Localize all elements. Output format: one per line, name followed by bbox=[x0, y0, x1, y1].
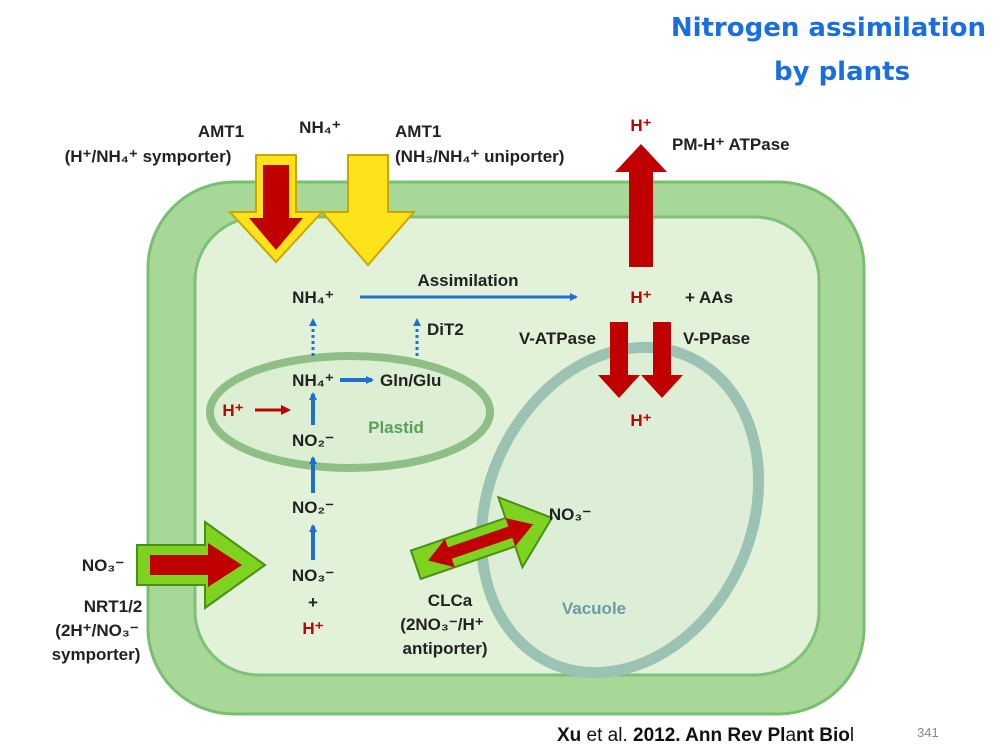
citation: Xu et al. 2012. Ann Rev Plant Biol bbox=[557, 725, 854, 746]
v-atpase-label: V-ATPase bbox=[519, 329, 596, 348]
clca-sub2: antiporter) bbox=[403, 639, 488, 658]
amt1-left-label: AMT1 bbox=[198, 122, 244, 141]
v-ppase-label: V-PPase bbox=[683, 329, 750, 348]
plastid-membrane bbox=[206, 352, 494, 472]
plastid-h-label: H⁺ bbox=[222, 401, 243, 420]
cytosol-nh4-label: NH₄⁺ bbox=[292, 288, 334, 307]
vacuole-h-label: H⁺ bbox=[630, 411, 651, 430]
vacuole-no3-label: NO₃⁻ bbox=[549, 505, 591, 524]
nrt-sub1: (2H⁺/NO₃⁻ bbox=[55, 621, 138, 640]
no3-outside-label: NO₃⁻ bbox=[82, 556, 124, 575]
gln-glu-label: Gln/Glu bbox=[380, 371, 441, 390]
aas-label: + AAs bbox=[685, 288, 733, 307]
amt1-symporter-red-arrow bbox=[249, 165, 303, 250]
cytosol-no3-label: NO₃⁻ bbox=[292, 566, 334, 585]
v-ppase-arrow bbox=[641, 322, 683, 398]
assimilation-label: Assimilation bbox=[417, 271, 518, 290]
plastid-nh4-label: NH₄⁺ bbox=[292, 371, 334, 390]
amt1-right-label: AMT1 bbox=[395, 122, 441, 141]
plus-label: + bbox=[308, 593, 318, 612]
cytosol-h-label: H⁺ bbox=[630, 288, 651, 307]
dit2-label: DiT2 bbox=[427, 320, 464, 339]
title-line1: Nitrogen assimilation bbox=[671, 13, 986, 43]
plastid-no2-label: NO₂⁻ bbox=[292, 431, 334, 450]
nrt-sub2: symporter) bbox=[52, 645, 141, 664]
nh4-top-label: NH₄⁺ bbox=[299, 118, 341, 137]
cytosol-no2-label: NO₂⁻ bbox=[292, 498, 334, 517]
pm-atpase-arrow bbox=[615, 144, 667, 267]
amt1-left-sub: (H⁺/NH₄⁺ symporter) bbox=[65, 147, 232, 166]
v-atpase-arrow bbox=[598, 322, 640, 398]
nrt-red-arrow bbox=[150, 543, 242, 587]
clca-sub1: (2NO₃⁻/H⁺ bbox=[400, 615, 483, 634]
clca-red-arrow bbox=[428, 518, 534, 568]
clca-label: CLCa bbox=[428, 591, 473, 610]
nrt-label: NRT1/2 bbox=[84, 597, 143, 616]
cytosol-h-bottom-label: H⁺ bbox=[302, 619, 323, 638]
amt1-right-sub: (NH₃/NH₄⁺ uniporter) bbox=[395, 147, 564, 166]
vacuole-label: Vacuole bbox=[562, 599, 626, 618]
pm-atpase-label: PM-H⁺ ATPase bbox=[672, 135, 790, 154]
amt1-uniporter-yellow-arrow bbox=[319, 154, 417, 267]
page-number: 341 bbox=[917, 725, 939, 740]
h-top-label: H⁺ bbox=[630, 116, 651, 135]
vacuole-membrane bbox=[475, 341, 765, 679]
plastid-label: Plastid bbox=[368, 418, 424, 437]
title-line2: by plants bbox=[774, 57, 910, 87]
clca-antiporter bbox=[409, 495, 554, 581]
